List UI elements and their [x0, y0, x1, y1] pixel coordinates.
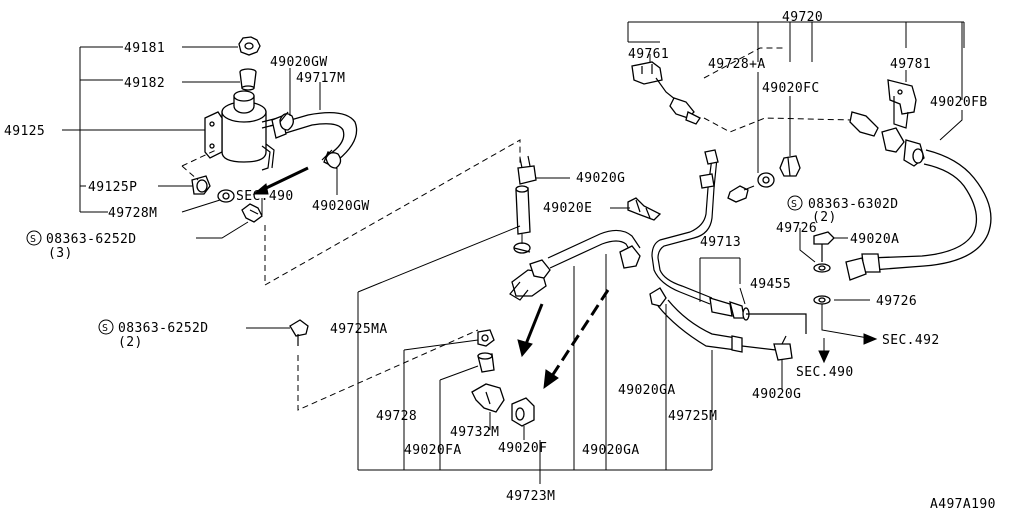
label-49020a: 49020A — [850, 232, 899, 247]
label-bolt-mid-num: 08363-6252D — [118, 321, 209, 336]
reservoir-group — [62, 36, 358, 239]
grommet-49728 — [477, 329, 495, 347]
label-49020fc: 49020FC — [762, 81, 820, 96]
label-sec492: SEC.492 — [882, 333, 940, 348]
label-49182: 49182 — [124, 76, 165, 91]
label-49020gw-bottom: 49020GW — [312, 199, 370, 214]
label-49717m: 49717M — [296, 71, 345, 86]
clamp-g-bottom — [773, 335, 793, 361]
label-49020f: 49020F — [498, 441, 547, 456]
grommet-small — [217, 189, 235, 203]
bolt-left — [241, 203, 263, 223]
pressure-switch — [631, 61, 701, 125]
reservoir-tank — [204, 90, 279, 171]
bracket-49732m — [471, 383, 505, 413]
screw-symbol-mid: S — [98, 319, 114, 335]
label-49713: 49713 — [700, 235, 741, 250]
grommet-fc — [779, 155, 801, 177]
label-49020fa: 49020FA — [404, 443, 462, 458]
grommet-fa — [477, 352, 495, 373]
label-49020gw-top: 49020GW — [270, 55, 328, 70]
label-49781: 49781 — [890, 57, 931, 72]
label-49728a: 49728+A — [708, 57, 766, 72]
label-49732m: 49732M — [450, 425, 499, 440]
label-bolt-mid-qty: (2) — [118, 335, 143, 350]
small-tube — [515, 185, 531, 235]
bolt-mid — [289, 319, 309, 346]
bolt-49020a — [813, 231, 835, 262]
pressure-hose — [649, 287, 777, 353]
clamp-g-top — [517, 155, 537, 185]
label-49020g-bottom: 49020G — [752, 387, 801, 402]
label-bolt-right-qty: (2) — [812, 210, 837, 225]
arrow-sec492 — [821, 304, 878, 345]
label-49020e: 49020E — [543, 201, 592, 216]
arrow-right-down — [543, 289, 610, 390]
label-49728: 49728 — [376, 409, 417, 424]
label-49020fb: 49020FB — [930, 95, 988, 110]
label-49720: 49720 — [782, 10, 823, 25]
clamp-e — [627, 197, 662, 221]
label-49726-bottom: 49726 — [876, 294, 917, 309]
screw-s-left: S — [30, 234, 36, 245]
screw-symbol-right: S — [787, 195, 803, 211]
reservoir-cap — [238, 36, 261, 56]
label-49125p: 49125P — [88, 180, 137, 195]
hose-fitting-fb — [849, 111, 925, 167]
clamp-a — [757, 172, 775, 188]
diagram-id: A497A190 — [930, 497, 996, 512]
label-49725m: 49725M — [668, 409, 717, 424]
washer-top — [813, 263, 831, 273]
bracket-49781 — [887, 79, 917, 129]
label-49125: 49125 — [4, 124, 45, 139]
label-49455: 49455 — [750, 277, 791, 292]
return-hose — [845, 149, 992, 281]
label-bolt-left-num: 08363-6252D — [46, 232, 137, 247]
label-49726-top: 49726 — [776, 221, 817, 236]
label-49020g-top: 49020G — [576, 171, 625, 186]
clamp-gw-top — [279, 111, 294, 131]
dashed-connectors — [264, 47, 853, 411]
label-49725ma: 49725MA — [330, 322, 388, 337]
label-sec490-lower: SEC.490 — [796, 365, 854, 380]
label-sec490-upper: SEC.490 — [236, 189, 294, 204]
washer-bottom — [813, 295, 831, 305]
arrow-left-down — [517, 303, 544, 358]
top-right-group — [627, 21, 992, 364]
label-49020ga-mid: 49020GA — [618, 383, 676, 398]
strainer — [239, 68, 257, 91]
label-49020ga-right: 49020GA — [582, 443, 640, 458]
grommet — [191, 175, 211, 195]
clamp-mid — [513, 242, 531, 254]
arrow-sec490-upper — [252, 166, 309, 195]
grommet-f — [511, 397, 535, 427]
screw-symbol-left: S — [26, 230, 42, 246]
label-49728m: 49728M — [108, 206, 157, 221]
label-bolt-right-num: 08363-6302D — [808, 197, 899, 212]
label-49181: 49181 — [124, 41, 165, 56]
bolt-right — [727, 185, 755, 203]
arrow-sec490-lower — [818, 338, 830, 364]
label-bolt-left-qty: (3) — [48, 246, 73, 261]
center-pipes — [246, 149, 807, 484]
screw-s-right: S — [791, 199, 797, 210]
label-49723m: 49723M — [506, 489, 555, 504]
screw-s-mid: S — [102, 323, 108, 334]
clamp-gw-bottom — [321, 149, 342, 169]
label-49761: 49761 — [628, 47, 669, 62]
part-labels: 49720 49181 49182 49125 49125P 49728M 49… — [4, 10, 996, 512]
